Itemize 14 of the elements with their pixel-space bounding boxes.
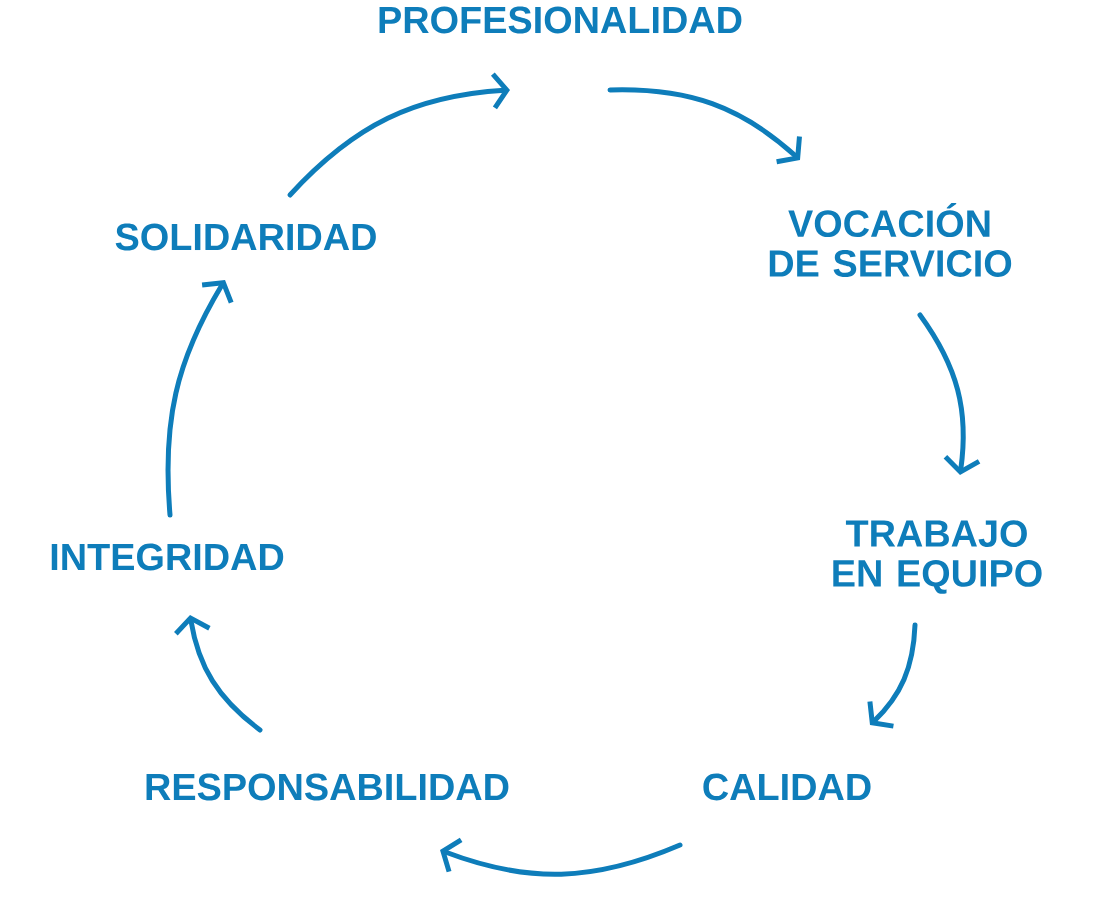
curved-arrow (165, 280, 234, 518)
value-label: RESPONSABILIDAD (146, 773, 509, 801)
curved-arrow (607, 87, 802, 165)
curved-arrow (287, 72, 510, 198)
curved-arrow (174, 615, 263, 733)
curved-arrow (867, 622, 918, 729)
value-label: SOLIDARIDAD (115, 223, 376, 251)
value-label: VOCACIÓN DE SERVICIO (769, 203, 1012, 277)
value-label: CALIDAD (703, 773, 871, 801)
value-label: TRABAJO EN EQUIPO (833, 520, 1042, 594)
curved-arrow (917, 312, 981, 475)
value-label: INTEGRIDAD (51, 543, 284, 571)
value-label: PROFESIONALIDAD (379, 6, 742, 34)
curved-arrow (440, 837, 683, 877)
